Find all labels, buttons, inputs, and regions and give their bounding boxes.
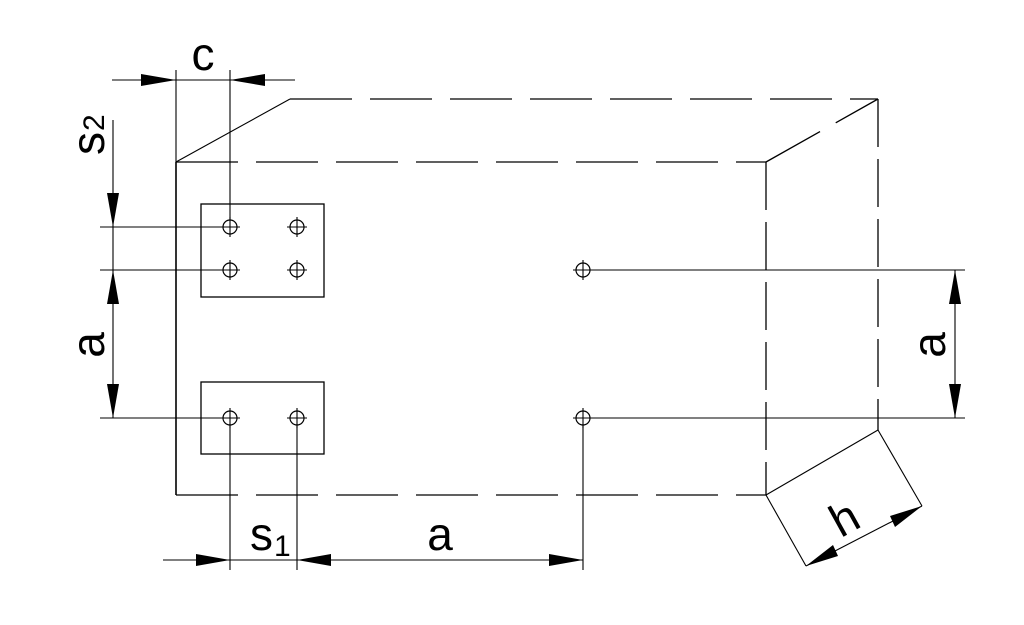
label-a-right: a	[903, 332, 955, 358]
block-top-left-depth-edge	[175, 98, 291, 163]
dimension-s2: s2	[62, 114, 119, 304]
arrowhead	[230, 74, 265, 86]
anchor-hole	[287, 408, 307, 428]
dimension-c: c	[112, 28, 295, 86]
anchor-hole	[573, 260, 593, 280]
concrete-block	[175, 98, 879, 496]
h-upper-extension-line	[877, 429, 923, 507]
arrowhead	[107, 384, 119, 418]
upper-base-plate	[200, 203, 325, 298]
block-top-right-depth-edge	[765, 98, 879, 163]
label-s2: s2	[62, 114, 114, 155]
dimension-a-left: a	[62, 270, 119, 418]
arrowhead	[549, 554, 583, 566]
h-lower-extension-line	[765, 494, 807, 567]
arrowhead	[890, 506, 922, 527]
dimension-a-right: a	[903, 270, 961, 418]
arrowhead	[806, 545, 838, 566]
dimension-s1-a-bottom: s1 a	[163, 508, 583, 566]
block-bottom-right-depth-edge	[765, 429, 879, 496]
label-s1: s1	[250, 508, 291, 563]
base-plates	[200, 203, 325, 455]
anchor-hole	[220, 408, 240, 428]
extension-lines	[100, 70, 965, 570]
anchor-holes	[220, 217, 593, 428]
anchor-hole	[287, 217, 307, 237]
arrowhead	[949, 384, 961, 418]
label-h: h	[820, 489, 868, 547]
dimension-h: h	[805, 489, 923, 567]
anchor-hole	[220, 217, 240, 237]
anchor-hole	[287, 260, 307, 280]
label-c: c	[192, 28, 215, 80]
label-a-bottom: a	[427, 508, 453, 560]
anchor-hole	[573, 408, 593, 428]
arrowhead	[949, 270, 961, 304]
anchor-hole	[220, 260, 240, 280]
label-a-left: a	[62, 332, 114, 358]
arrowhead	[107, 193, 119, 227]
arrowhead	[297, 554, 331, 566]
arrowhead	[141, 74, 176, 86]
arrowhead	[196, 554, 230, 566]
